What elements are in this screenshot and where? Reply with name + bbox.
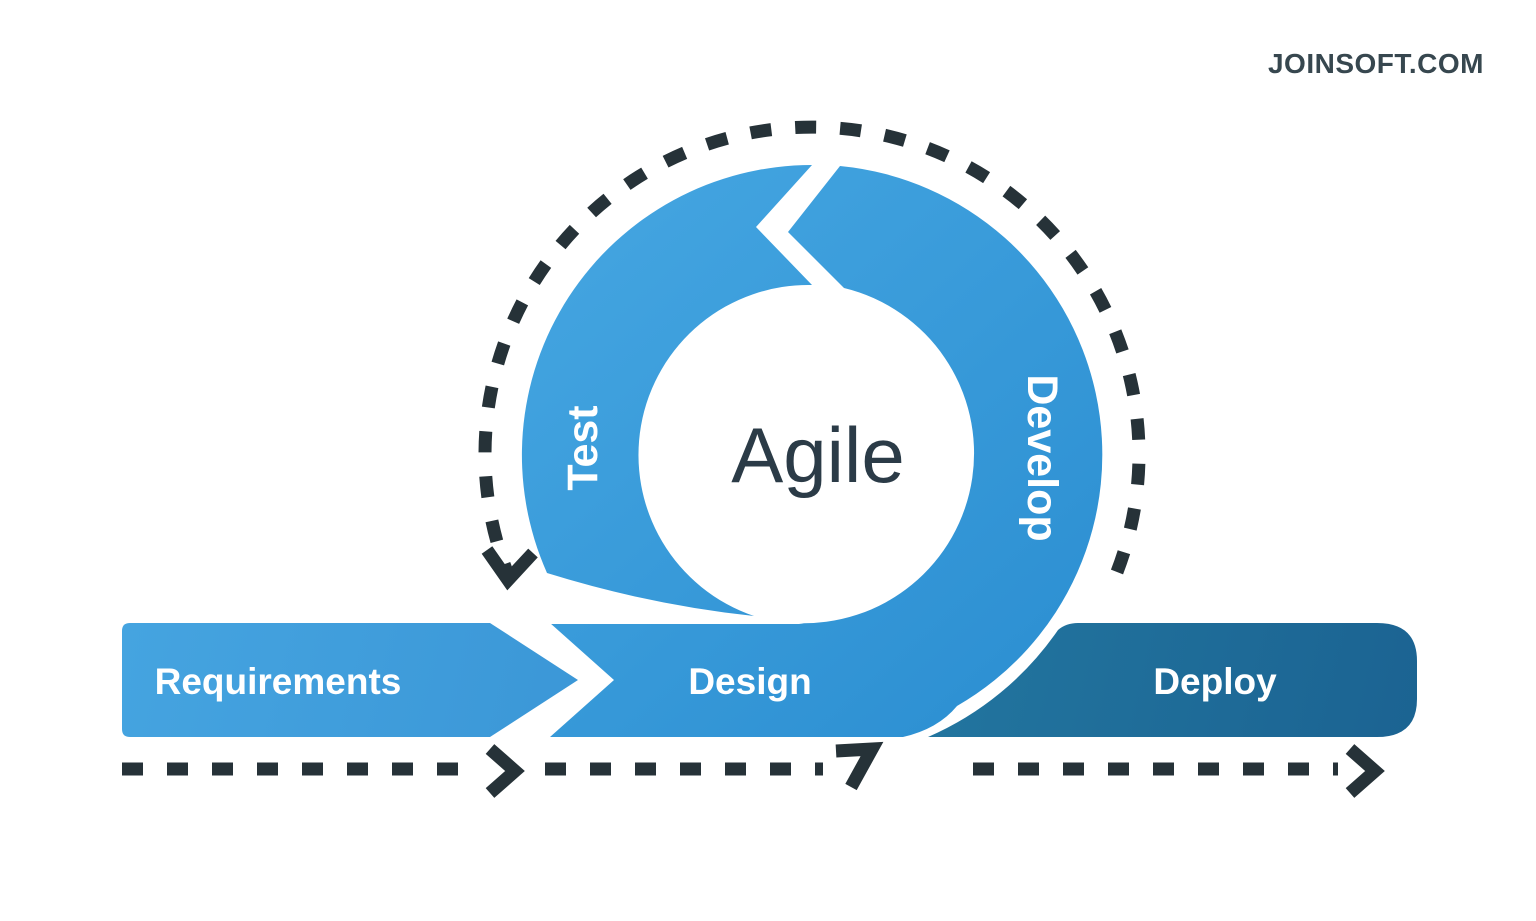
deploy-bar [928, 623, 1417, 737]
requirements-label: Requirements [155, 661, 402, 702]
loop-arc-arrowhead-icon [481, 546, 538, 591]
loop-dashed-arc [478, 120, 1146, 575]
design-develop-ribbon [550, 166, 1103, 737]
test-ribbon [521, 164, 812, 616]
center-title: Agile [731, 411, 904, 499]
deploy-arrowhead-icon [1345, 744, 1385, 798]
requirements-bar [122, 623, 578, 737]
design-loopback-arrowhead-icon [835, 741, 884, 791]
deploy-label: Deploy [1153, 661, 1277, 702]
design-label: Design [688, 661, 811, 702]
requirements-arrowhead-icon [485, 744, 525, 798]
brand-text: JOINSOFT.COM [1268, 48, 1484, 79]
develop-label: Develop [1018, 374, 1066, 541]
test-label: Test [559, 405, 607, 490]
ribbon-spiral-gap [544, 568, 804, 624]
